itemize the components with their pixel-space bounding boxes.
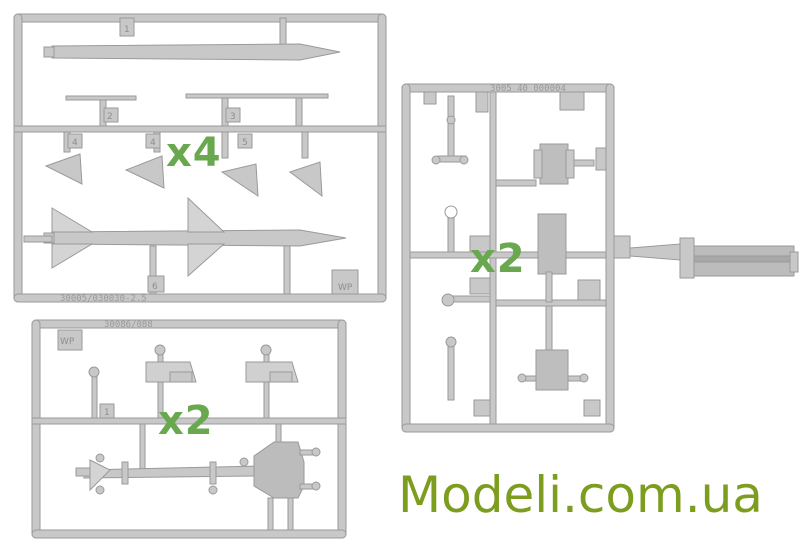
sprue-top-left [13, 13, 387, 303]
part-number: 4 [72, 138, 78, 148]
sprue-code-bottom-left: 30086/088 [104, 320, 153, 330]
part-numbers-top-left: 1 2 3 4 4 5 6 [72, 25, 248, 292]
quantity-top-left: x4 [166, 130, 222, 176]
sprue-brand-top-left: WP [338, 283, 353, 293]
part-number: 1 [124, 25, 130, 35]
sprue-brand-bottom-left: WP [60, 337, 75, 347]
part-number: 4 [150, 138, 156, 148]
part-number: 3 [230, 112, 236, 122]
quantity-right: x2 [470, 236, 526, 282]
watermark: Modeli.com.ua [398, 466, 763, 524]
sprue-code-top-left: 30005/030030-2.5 [60, 294, 147, 304]
part-number: 1 [104, 408, 110, 418]
quantity-bottom-left: x2 [158, 398, 214, 444]
part-number: 5 [242, 138, 248, 148]
sprue-code-right: 3005 40 000004 [490, 84, 566, 94]
part-number: 6 [152, 282, 158, 292]
sprue-bottom-left [31, 319, 347, 539]
sprue-right [401, 83, 799, 433]
part-number: 2 [107, 112, 113, 122]
